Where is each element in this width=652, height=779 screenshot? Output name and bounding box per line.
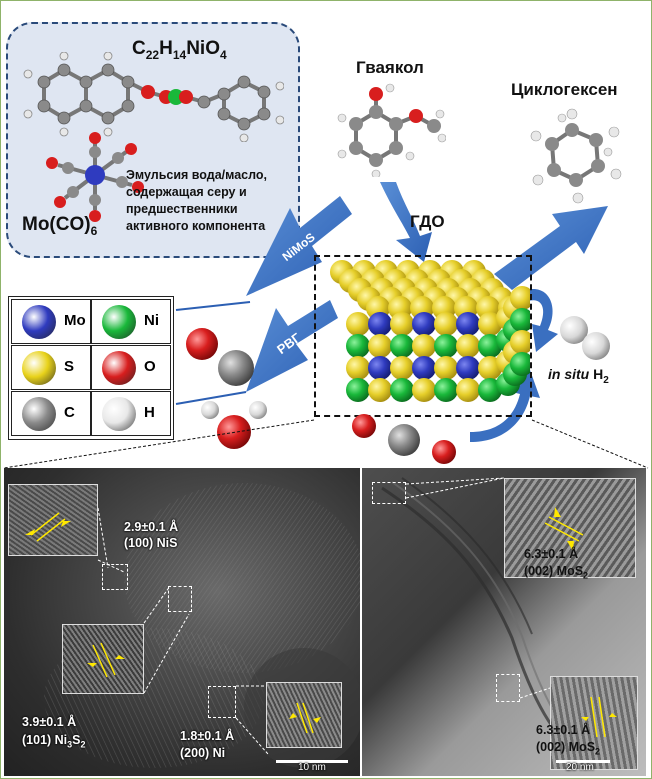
- element-legend: Mo Ni S O C H: [8, 296, 174, 440]
- cube-front-atom: [390, 334, 414, 358]
- zoom-lines: [3, 419, 649, 469]
- legend-cell-o: O: [91, 345, 171, 390]
- tem-image-left: 10 nm: [4, 468, 360, 776]
- cube-front-atom: [346, 356, 370, 380]
- cube-side-atom: [510, 308, 530, 332]
- region-nis: [102, 564, 128, 590]
- guaiacol-label: Гваякол: [356, 58, 424, 77]
- region-mos2-top: [372, 482, 406, 504]
- cube-front-atom: [456, 312, 480, 336]
- legend-label-s: S: [64, 358, 75, 375]
- cube-front-atom: [368, 378, 392, 402]
- legend-label-c: C: [64, 404, 75, 421]
- inset-ni3s2: [62, 624, 144, 694]
- inset-mos2-bottom: [550, 676, 638, 770]
- ni-precursor-molecule: [23, 52, 284, 142]
- legend-cell-h: H: [91, 391, 171, 436]
- cube-front-atom: [390, 378, 414, 402]
- cube-front-atom: [346, 312, 370, 336]
- scale-bar-right: [556, 760, 610, 763]
- tem-image-right: 20 nm: [362, 468, 646, 776]
- cube-front-atom: [390, 356, 414, 380]
- in-situ-h2-label: in situ H2: [548, 366, 609, 386]
- cube-front-atom: [368, 356, 392, 380]
- hdo-arrow: [494, 206, 608, 290]
- cube-front-atom: [434, 312, 458, 336]
- legend-cell-c: C: [11, 391, 91, 436]
- co-molecule: [186, 328, 254, 386]
- cube-front-atom: [456, 334, 480, 358]
- cube-front-atom: [346, 334, 370, 358]
- cube-front-atom: [346, 378, 370, 402]
- cube-front-atom: [434, 356, 458, 380]
- mo-precursor-formula: Mo(CO)6: [22, 214, 98, 238]
- cube-front-atom: [368, 312, 392, 336]
- cube-side-atom: [510, 286, 530, 310]
- legend-label-ni: Ni: [144, 312, 159, 329]
- ni3s2-annotation: 3.9±0.1 Å (101) Ni3S2: [22, 715, 86, 750]
- legend-swatch-c: [22, 397, 56, 431]
- catalyst-frame: [314, 255, 532, 417]
- mo-carbonyl-molecule: [46, 132, 144, 222]
- inset-mos2-top: [504, 478, 636, 578]
- legend-swatch-mo: [22, 305, 56, 339]
- scale-label-right: 20 nm: [566, 762, 594, 773]
- h2-molecule: [560, 316, 610, 360]
- inset-ni: [266, 682, 342, 748]
- legend-label-mo: Mo: [64, 312, 86, 329]
- mos2-annotation-top: 6.3±0.1 Å (002) MoS2: [524, 547, 589, 581]
- cube-front-atom: [456, 356, 480, 380]
- nimos-arrow: [246, 196, 352, 296]
- legend-cell-ni: Ni: [91, 299, 171, 344]
- cube-front-atom: [412, 312, 436, 336]
- legend-swatch-o: [102, 351, 136, 385]
- legend-label-h: H: [144, 404, 155, 421]
- guaiacol-arrow: [380, 182, 432, 262]
- cube-front-atom: [434, 378, 458, 402]
- emulsion-description: Эмульсия вода/масло, содержащая серу и п…: [126, 168, 268, 233]
- legend-cell-mo: Mo: [11, 299, 91, 344]
- scale-bar-left: [276, 760, 348, 763]
- mos2-annotation-bottom: 6.3±0.1 Å (002) MoS2: [536, 723, 601, 757]
- cube-front-atom: [434, 334, 458, 358]
- cube-front-atom: [456, 378, 480, 402]
- precursor-box: [6, 22, 300, 258]
- region-mos2-bottom: [496, 674, 520, 702]
- ni-precursor-formula: C22H14NiO4: [132, 38, 227, 62]
- nis-annotation: 2.9±0.1 Å (100) NiS: [124, 520, 179, 550]
- legend-cell-s: S: [11, 345, 91, 390]
- cube-side-atom: [510, 352, 530, 376]
- region-ni: [208, 686, 236, 718]
- cube-front-atom: [390, 312, 414, 336]
- cube-front-atom: [368, 334, 392, 358]
- scale-label-left: 10 nm: [298, 762, 326, 773]
- cube-front-atom: [412, 356, 436, 380]
- cube-front-atom: [412, 334, 436, 358]
- legend-swatch-ni: [102, 305, 136, 339]
- co2-molecule: [352, 414, 456, 464]
- hdo-label: ГДО: [410, 212, 445, 231]
- cyclohexene-label: Циклогексен: [511, 80, 618, 99]
- region-ni3s2: [168, 586, 192, 612]
- cube-front-atom: [412, 378, 436, 402]
- h2-arrow: [520, 288, 558, 352]
- ni-annotation: 1.8±0.1 Å (200) Ni: [180, 729, 235, 760]
- co2-arrow: [470, 370, 540, 442]
- cyclohexene-molecule: [530, 108, 622, 204]
- inset-nis: [8, 484, 98, 556]
- cube-side-atom: [510, 330, 530, 354]
- guaiacol-molecule: [337, 83, 446, 177]
- catalyst-cube: [330, 260, 530, 402]
- legend-swatch-h: [102, 397, 136, 431]
- legend-label-o: O: [144, 358, 156, 375]
- legend-swatch-s: [22, 351, 56, 385]
